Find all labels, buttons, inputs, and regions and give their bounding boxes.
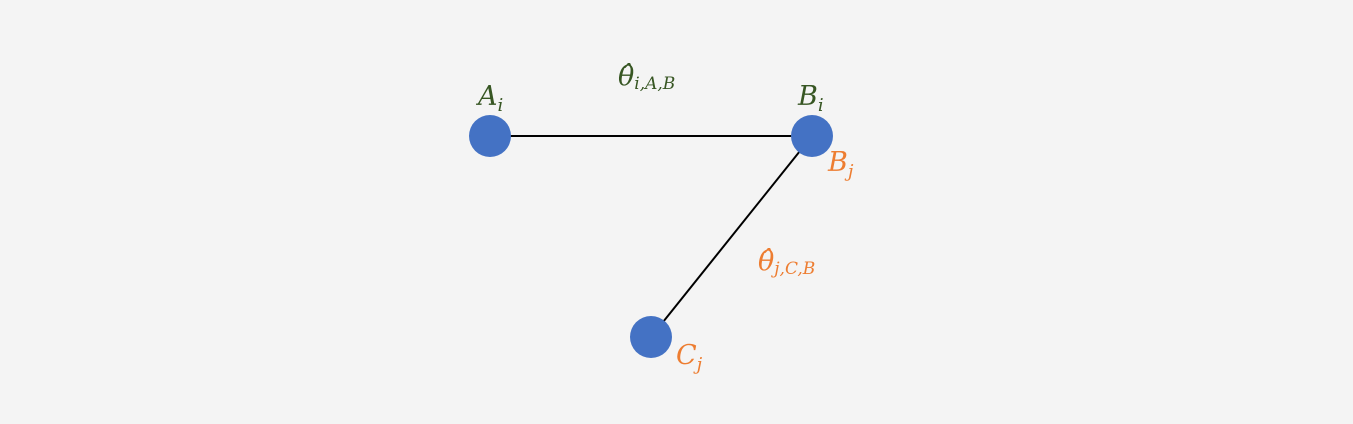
label-node-a-letter: A — [475, 81, 498, 112]
label-node-a-index: i — [498, 95, 504, 116]
label-edge-bc-subscript: j,C,B — [770, 259, 815, 279]
label-node-b-alt-index: j — [844, 161, 854, 182]
label-node-c: Cj — [676, 340, 703, 375]
label-node-b-index: i — [818, 95, 824, 116]
label-edge-ab-subscript: i,A,B — [634, 74, 675, 94]
label-node-c-letter: C — [676, 340, 697, 371]
label-node-b-alt-letter: B — [827, 147, 848, 178]
label-node-b-letter: B — [797, 81, 818, 112]
node-b — [791, 115, 833, 157]
node-c — [630, 316, 672, 358]
edge-bc — [650, 135, 813, 338]
label-edge-ab-symbol: θ̂ — [618, 61, 634, 92]
label-edge-bc: θ̂j,C,B — [758, 246, 815, 279]
label-edge-ab: θ̂i,A,B — [618, 61, 675, 94]
label-node-c-index: j — [693, 354, 703, 375]
label-node-a: Ai — [475, 81, 503, 116]
label-node-b-alt: Bj — [827, 147, 854, 182]
label-node-b: Bi — [797, 81, 824, 116]
label-edge-bc-symbol: θ̂ — [758, 246, 774, 277]
node-a — [469, 115, 511, 157]
